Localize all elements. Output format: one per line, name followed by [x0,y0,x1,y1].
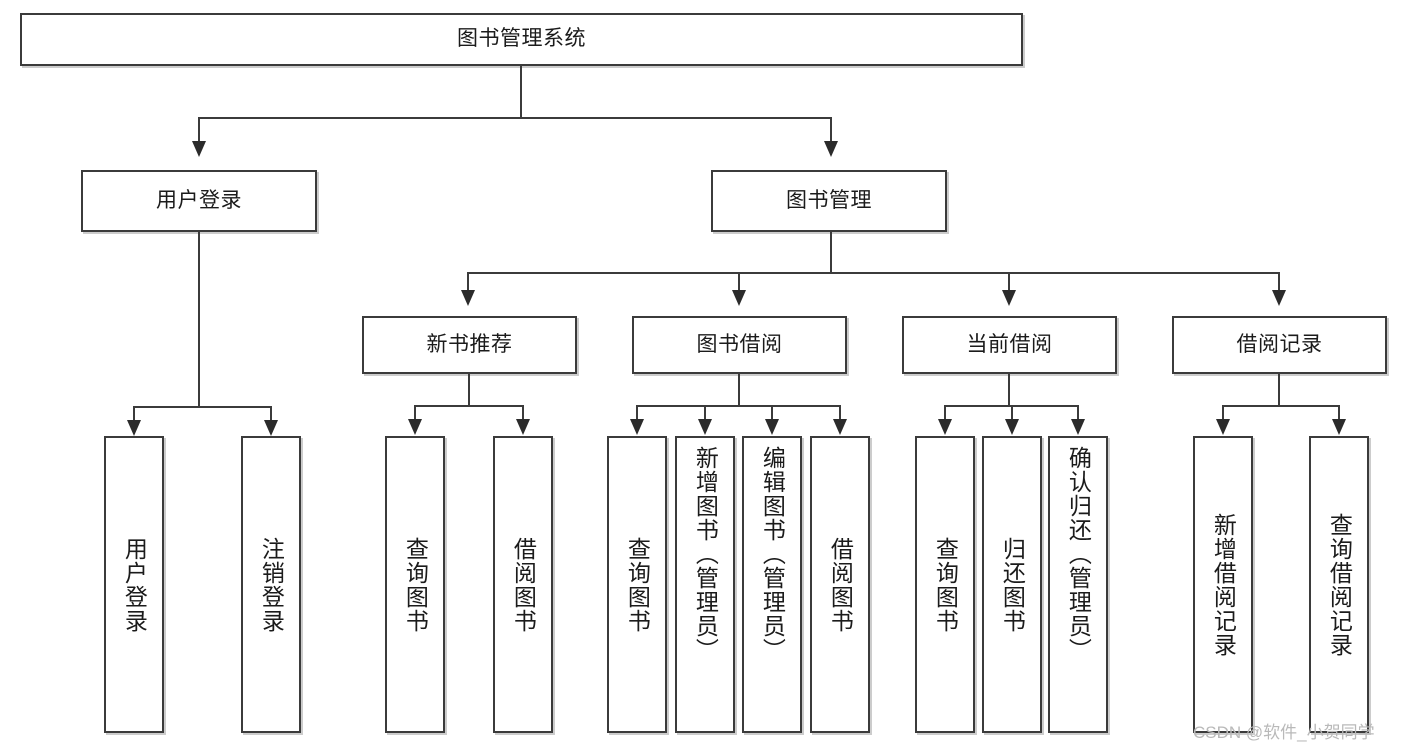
node-label: 图书管理 [786,188,872,212]
node-leaf-borrow-book-bb[interactable]: 借阅图书 [810,436,870,733]
edge-bm-to-book-borrow [738,272,740,294]
arrow-bm-to-book-borrow [732,290,746,306]
arrow-cb-leaf2 [1005,419,1019,435]
node-label: 新增借阅记录 [1210,512,1237,657]
edge-root-stem [520,66,522,118]
arrow-cb-leaf1 [938,419,952,435]
node-user-login[interactable]: 用户登录 [81,170,317,232]
node-label: 查询借阅记录 [1326,512,1353,657]
node-label: 注销登录 [258,536,285,633]
arrow-bm-to-borrow-record [1272,290,1286,306]
edge-bb-stem [738,374,740,406]
node-label: 新增图书（管理员） [692,446,719,662]
arrow-bb-leaf2 [698,419,712,435]
arrow-br-leaf2 [1332,419,1346,435]
node-leaf-borrow-book-nbr[interactable]: 借阅图书 [493,436,553,733]
node-leaf-query-book-bb[interactable]: 查询图书 [607,436,667,733]
node-current-borrow[interactable]: 当前借阅 [902,316,1117,374]
edge-bb-leaf2 [704,405,706,425]
edge-cb-leaf1 [944,405,946,425]
node-label: 用户登录 [121,536,148,633]
node-label: 借阅记录 [1236,332,1323,356]
edge-user-login-leaf1 [133,406,135,426]
arrow-user-login-leaf2 [264,420,278,436]
node-borrow-record[interactable]: 借阅记录 [1172,316,1387,374]
edge-book-management-bus [467,272,1279,274]
edge-bb-leaf1 [636,405,638,425]
node-label: 查询图书 [624,536,651,633]
edge-nbr-leaf2 [522,405,524,425]
edge-nbr-leaf1 [414,405,416,425]
node-leaf-query-borrow-record[interactable]: 查询借阅记录 [1309,436,1369,733]
edge-cb-stem [1008,374,1010,406]
arrow-to-user-login [192,141,206,157]
edge-bm-to-current-borrow [1008,272,1010,294]
node-label: 确认归还（管理员） [1065,446,1092,662]
arrow-nbr-leaf1 [408,419,422,435]
edge-cb-leaf3 [1077,405,1079,425]
node-leaf-logout[interactable]: 注销登录 [241,436,301,733]
node-leaf-add-borrow-record[interactable]: 新增借阅记录 [1193,436,1253,733]
edge-bb-leaf4 [839,405,841,425]
arrow-to-book-management [824,141,838,157]
edge-root-to-user-login [198,117,200,145]
edge-bb-leaf3 [771,405,773,425]
arrow-bm-to-current-borrow [1002,290,1016,306]
edge-bm-to-new-book [467,272,469,294]
edge-book-management-stem [830,232,832,273]
node-label: 借阅图书 [510,536,537,633]
node-label: 新书推荐 [426,332,513,356]
node-leaf-confirm-return-admin[interactable]: 确认归还（管理员） [1048,436,1108,733]
node-label: 查询图书 [402,536,429,633]
edge-root-to-book-management [830,117,832,145]
node-new-book-recommend[interactable]: 新书推荐 [362,316,577,374]
edge-br-stem [1278,374,1280,406]
edge-nbr-stem [468,374,470,406]
edge-nbr-bus [414,405,524,407]
edge-br-bus [1222,405,1339,407]
node-leaf-query-book-nbr[interactable]: 查询图书 [385,436,445,733]
node-label: 图书管理系统 [457,27,586,51]
node-leaf-user-login[interactable]: 用户登录 [104,436,164,733]
edge-user-login-bus [133,406,271,408]
arrow-nbr-leaf2 [516,419,530,435]
node-leaf-add-book-admin[interactable]: 新增图书（管理员） [675,436,735,733]
node-label: 编辑图书（管理员） [759,446,786,662]
arrow-bm-to-new-book [461,290,475,306]
node-label: 借阅图书 [827,536,854,633]
node-leaf-query-book-cb[interactable]: 查询图书 [915,436,975,733]
arrow-user-login-leaf1 [127,420,141,436]
node-root-book-management-system[interactable]: 图书管理系统 [20,13,1023,66]
edge-cb-leaf2 [1011,405,1013,425]
edge-user-login-stem [198,232,200,407]
watermark: CSDN @软件_小贺同学 [1193,723,1375,742]
arrow-br-leaf1 [1216,419,1230,435]
node-label: 当前借阅 [966,332,1053,356]
node-label: 用户登录 [156,188,242,212]
node-book-management[interactable]: 图书管理 [711,170,947,232]
arrow-bb-leaf1 [630,419,644,435]
edge-bm-to-borrow-record [1278,272,1280,294]
edge-root-bus [198,117,832,119]
edge-br-leaf2 [1338,405,1340,425]
edge-bb-bus [636,405,840,407]
arrow-bb-leaf4 [833,419,847,435]
node-leaf-edit-book-admin[interactable]: 编辑图书（管理员） [742,436,802,733]
node-label: 图书借阅 [696,332,783,356]
arrow-bb-leaf3 [765,419,779,435]
node-label: 归还图书 [999,536,1026,633]
node-leaf-return-book[interactable]: 归还图书 [982,436,1042,733]
edge-br-leaf1 [1222,405,1224,425]
edge-user-login-leaf2 [270,406,272,426]
arrow-cb-leaf3 [1071,419,1085,435]
node-book-borrow[interactable]: 图书借阅 [632,316,847,374]
node-label: 查询图书 [932,536,959,633]
